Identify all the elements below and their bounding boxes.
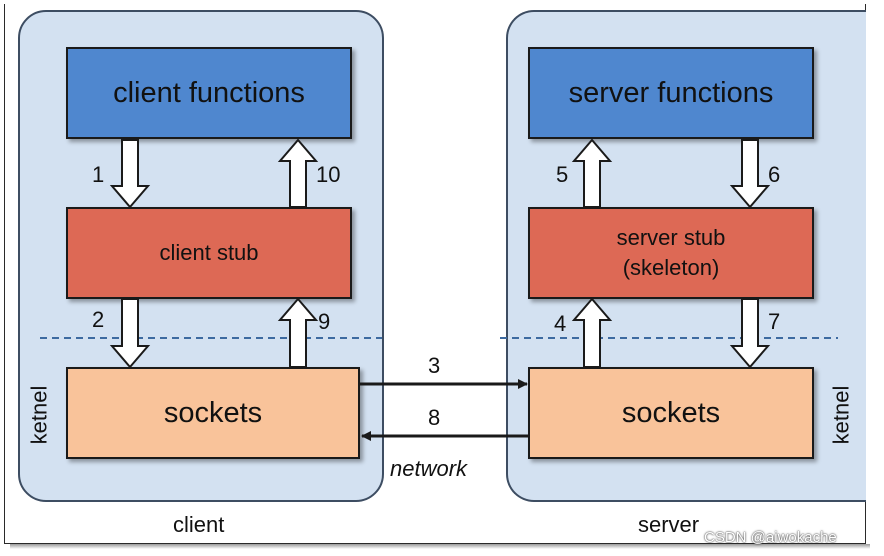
step-label-8: 8: [428, 405, 441, 430]
step-label-6: 6: [768, 162, 781, 187]
step-label-10: 10: [316, 162, 341, 187]
client-functions-box: client functions: [66, 47, 352, 139]
server-functions-label: server functions: [568, 76, 774, 109]
arrow-step-6: [729, 139, 771, 209]
step-label-2: 2: [92, 307, 105, 332]
arrow-step-1: [109, 139, 151, 209]
server-kernel-label: ketnel: [828, 385, 854, 445]
step-label-3: 3: [428, 353, 441, 378]
server-functions-box: server functions: [528, 47, 814, 139]
arrow-step-10: [277, 138, 319, 208]
watermark: CSDN @aiwokache: [704, 529, 837, 546]
client-panel-label: client: [173, 512, 225, 537]
client-kernel-label: ketnel: [26, 385, 52, 445]
arrow-step-4: [571, 297, 613, 368]
client-stub-label: client stub: [159, 240, 259, 265]
arrow-step-9: [277, 297, 319, 368]
arrow-step-7: [729, 298, 771, 369]
server-sockets-label: sockets: [621, 396, 721, 429]
client-sockets-box: sockets: [66, 367, 360, 459]
arrow-step-5: [571, 138, 613, 208]
step-label-1: 1: [92, 162, 105, 187]
step-label-4: 4: [554, 311, 567, 336]
server-stub-label: server stub (skeleton): [616, 225, 726, 280]
step-label-5: 5: [556, 162, 569, 187]
frame-shadow: [10, 544, 870, 549]
client-sockets-label: sockets: [163, 396, 263, 429]
step-label-9: 9: [318, 309, 331, 334]
server-stub-box: server stub (skeleton): [528, 207, 814, 299]
server-panel-label: server: [638, 512, 700, 537]
arrow-step-2: [109, 298, 151, 369]
client-stub-box: client stub: [66, 207, 352, 299]
client-functions-label: client functions: [113, 76, 305, 109]
step-label-7: 7: [768, 309, 781, 334]
network-label: network: [390, 456, 468, 481]
server-sockets-box: sockets: [528, 367, 814, 459]
